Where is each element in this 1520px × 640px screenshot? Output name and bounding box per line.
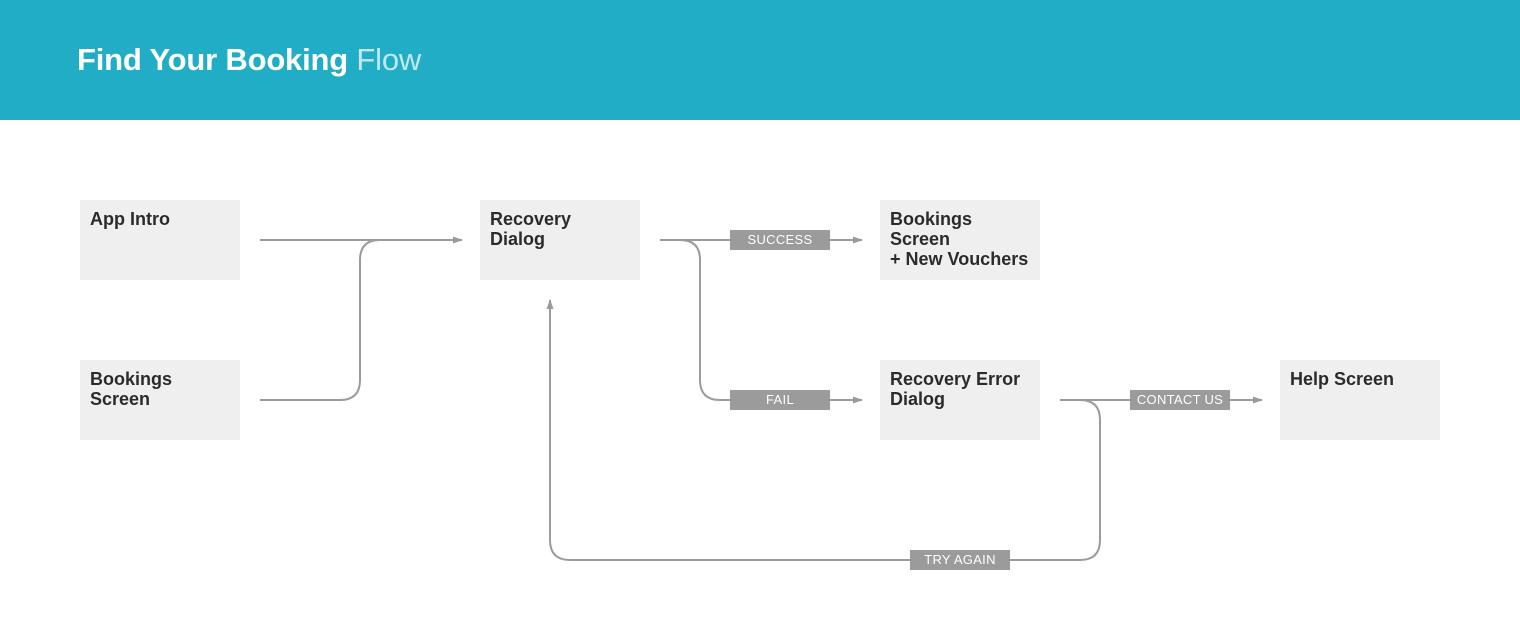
node-recovery-dialog: Recovery Dialog	[480, 200, 640, 280]
title-bold: Find Your Booking	[77, 42, 348, 77]
flow-diagram: App Intro Bookings Screen Recovery Dialo…	[0, 120, 1520, 640]
edge-recovery-to-fail	[679, 239, 863, 404]
label-success: SUCCESS	[730, 230, 830, 250]
header-bar: Find Your Booking Flow	[0, 0, 1520, 120]
label-try-again: TRY AGAIN	[910, 550, 1010, 570]
edge-bookings-to-recovery	[260, 239, 381, 401]
node-bookings-new-vouchers: Bookings Screen + New Vouchers	[880, 200, 1040, 280]
node-recovery-error-dialog: Recovery Error Dialog	[880, 360, 1040, 440]
label-fail: FAIL	[730, 390, 830, 410]
label-contact-us: CONTACT US	[1130, 390, 1230, 410]
node-app-intro: App Intro	[80, 200, 240, 280]
node-help-screen: Help Screen	[1280, 360, 1440, 440]
edge-error-try-again	[546, 299, 1101, 561]
title-light: Flow	[356, 42, 422, 77]
page-title: Find Your Booking Flow	[77, 41, 421, 79]
node-bookings-screen: Bookings Screen	[80, 360, 240, 440]
